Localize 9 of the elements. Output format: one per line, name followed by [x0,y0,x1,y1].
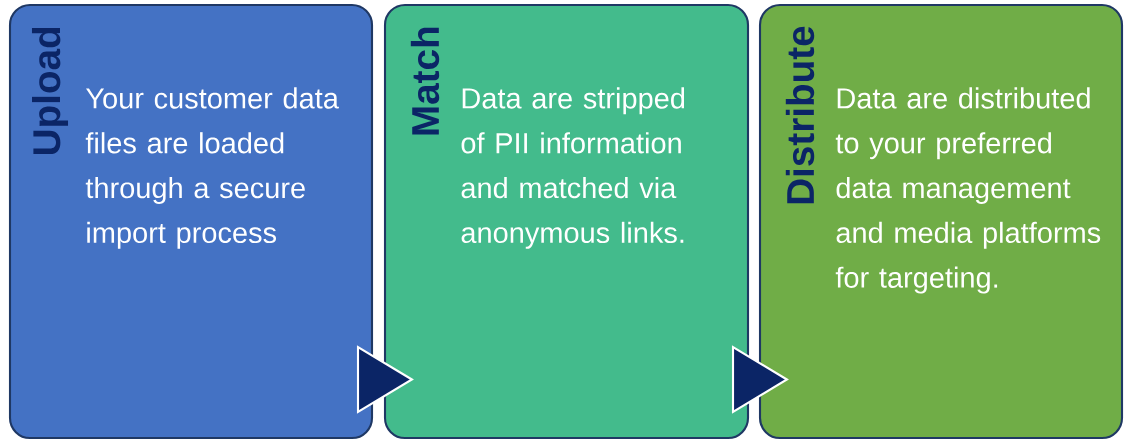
stage-heading: Match [410,27,440,135]
description-text: Your customer data files are loaded through a secure import process [85,87,339,249]
stage-heading: Upload [31,27,68,155]
process-box [758,3,1124,440]
process-box [383,3,750,440]
description-text: Data are distributed to your preferred data management and media platforms for targeting. [835,87,1101,294]
description-text: Data are stripped of PII information and matched via anonymous links. [461,87,685,249]
stage-heading: Distribute [785,26,815,204]
process-box [8,3,374,440]
